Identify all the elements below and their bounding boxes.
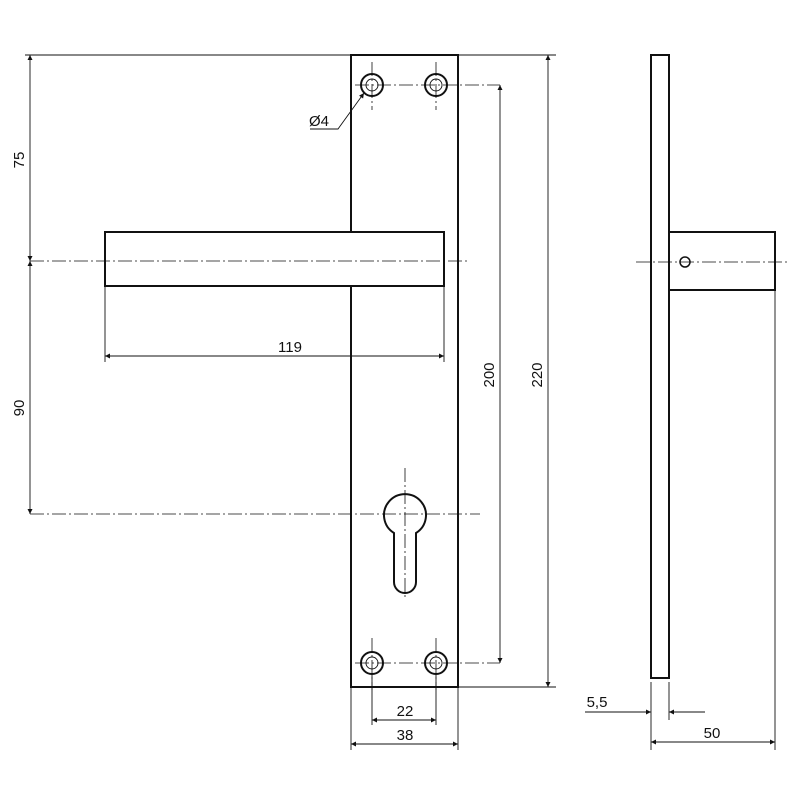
side-view	[636, 54, 790, 679]
dim-22: 22	[397, 703, 414, 720]
screw-holes	[360, 73, 448, 675]
dim-90: 90	[11, 400, 28, 417]
dim-50: 50	[704, 725, 721, 742]
handle-lever	[104, 231, 445, 287]
back-plate	[350, 54, 459, 688]
dim-38: 38	[397, 727, 414, 744]
dim-5-5: 5,5	[587, 694, 608, 711]
cylinder-keyhole	[383, 493, 427, 594]
dim-75: 75	[11, 152, 28, 169]
dim-hole-diameter: Ø4	[309, 113, 329, 130]
side-rose	[668, 231, 776, 291]
dim-220: 220	[529, 362, 546, 387]
dim-200: 200	[481, 362, 498, 387]
front-view	[30, 54, 500, 690]
dim-119: 119	[278, 339, 302, 356]
side-plate	[650, 54, 670, 679]
